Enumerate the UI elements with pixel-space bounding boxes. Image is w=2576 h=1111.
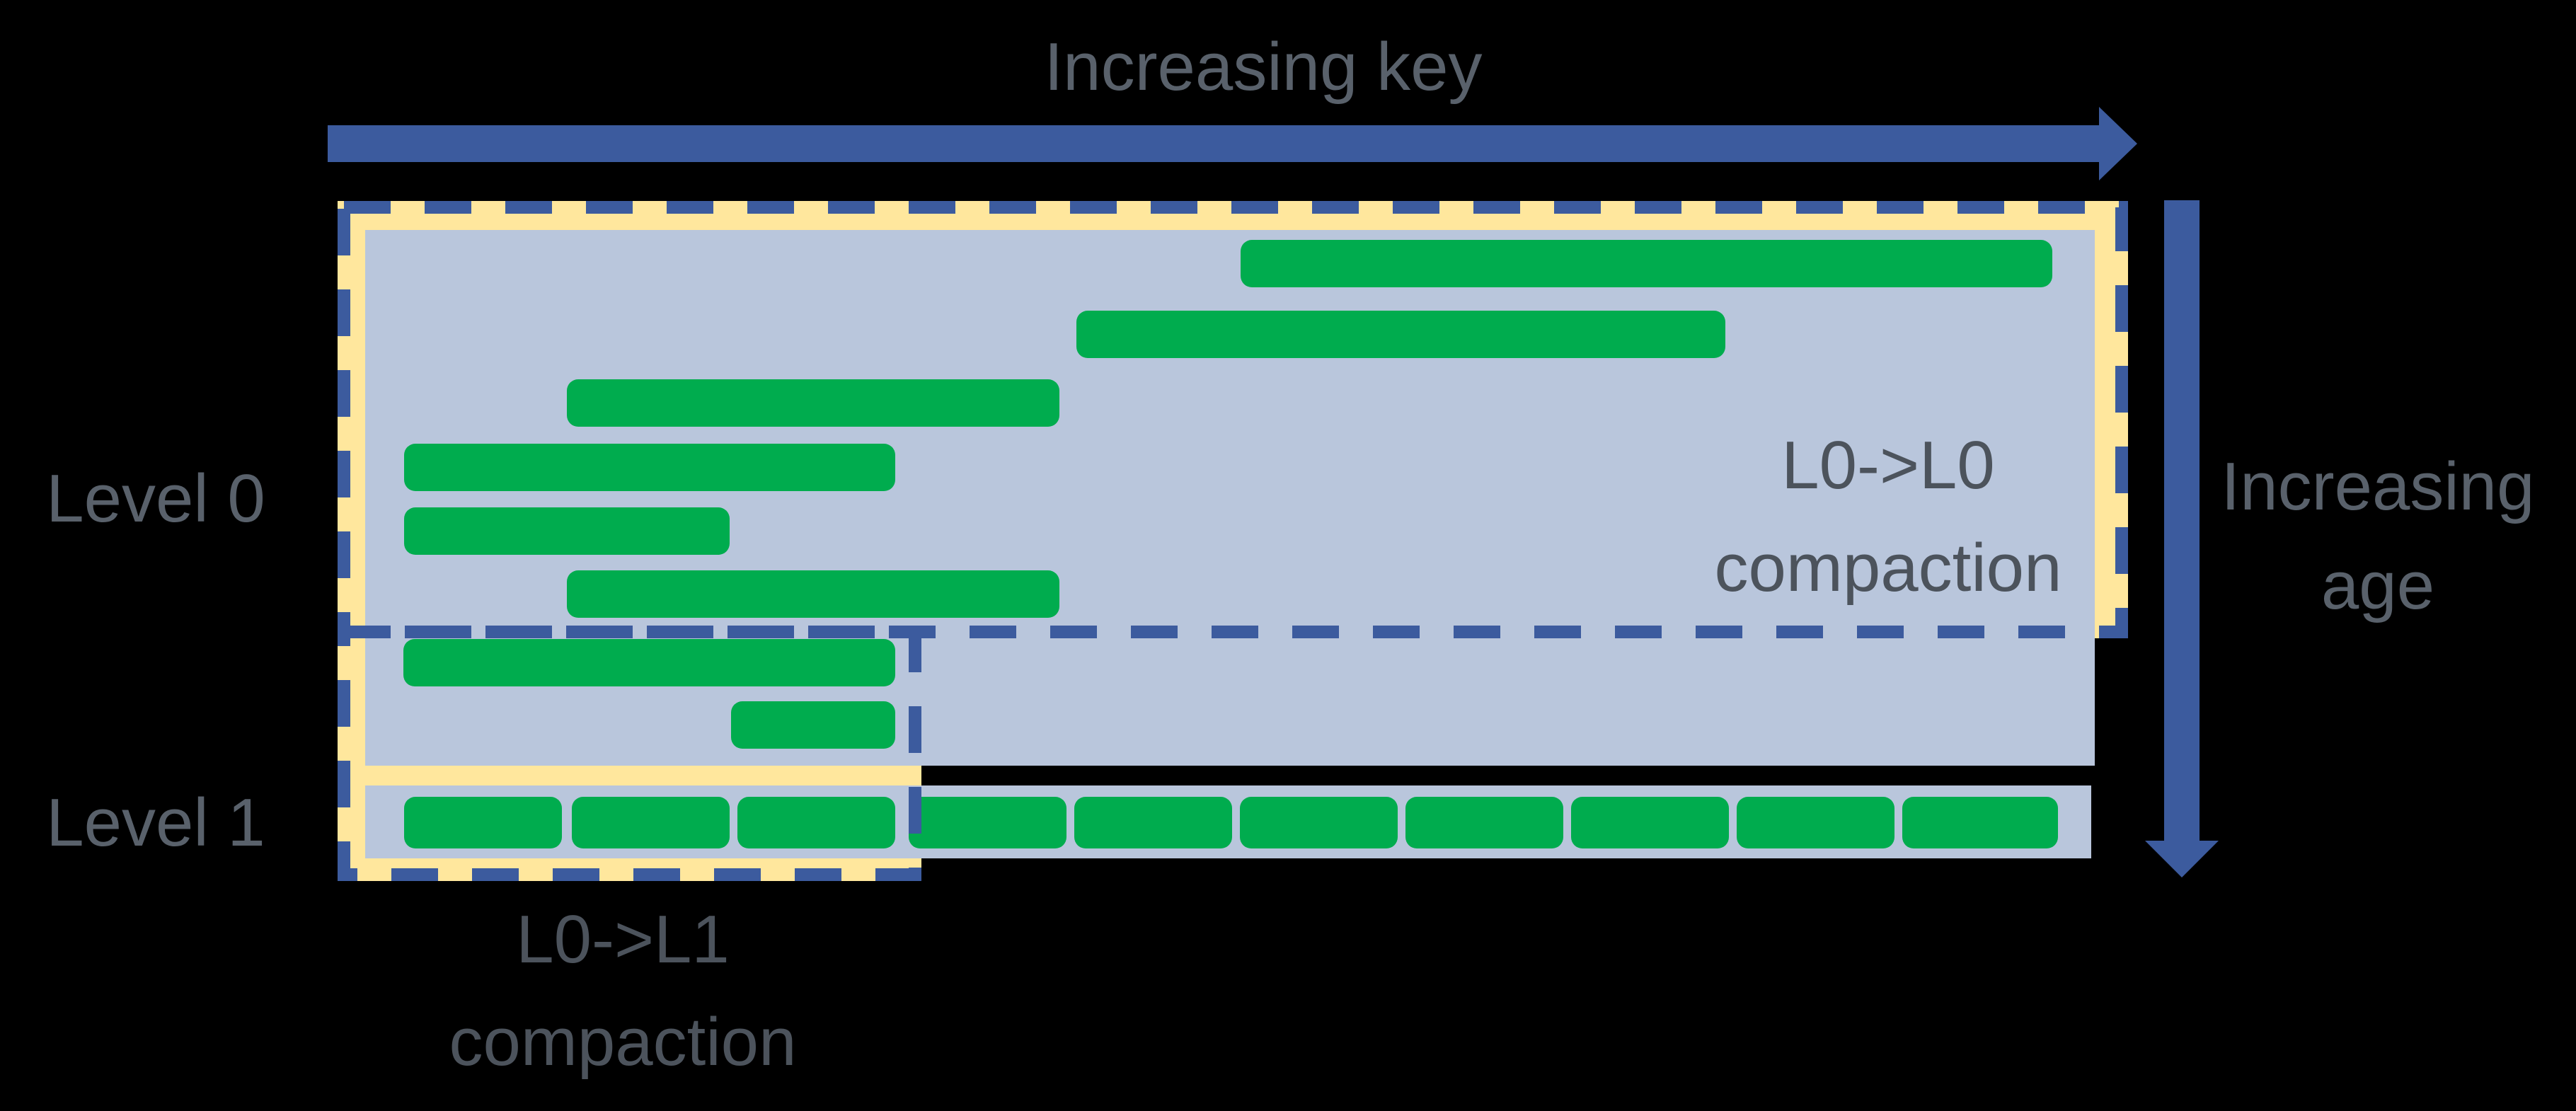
l0-l1-compaction-label: L0->L1 compaction <box>407 888 839 1093</box>
level1-sstable-bar <box>1737 797 1894 848</box>
increasing-age-axis-label: Increasing age <box>2215 437 2541 635</box>
increasing-key-arrow <box>328 107 2137 180</box>
level1-sstable-bar <box>1240 797 1398 848</box>
l0-l1-compaction-line2: compaction <box>449 1004 797 1080</box>
increasing-age-line2: age <box>2321 548 2435 623</box>
level0-sstable-bar <box>1076 311 1725 358</box>
l0-l0-compaction-label: L0->L0 compaction <box>1676 414 2100 619</box>
level0-sstable-bar <box>404 444 895 491</box>
level0-pending-sstable-bar <box>403 639 895 686</box>
level-0-label: Level 0 <box>46 461 265 536</box>
l0-l0-compaction-line1: L0->L0 <box>1781 427 1995 503</box>
level1-sstable-bar <box>1074 797 1232 848</box>
level1-sstable-bar <box>572 797 730 848</box>
increasing-age-arrow <box>2145 200 2219 877</box>
level1-sstable-bar <box>404 797 562 848</box>
increasing-key-axis-label: Increasing key <box>1044 29 1483 105</box>
l0-l1-compaction-line1: L0->L1 <box>516 902 730 977</box>
level1-sstable-bar <box>909 797 1066 848</box>
level-1-label: Level 1 <box>46 785 265 860</box>
level0-sstable-bar <box>404 507 730 555</box>
level0-sstable-bar <box>567 570 1059 618</box>
l0-l0-compaction-line2: compaction <box>1714 530 2062 606</box>
level1-sstable-bar <box>1405 797 1563 848</box>
level0-sstable-bar <box>567 379 1059 427</box>
level0-pending-sstable-bar <box>731 701 895 749</box>
level1-sstable-bar <box>1571 797 1729 848</box>
level0-sstable-bar <box>1241 240 2052 287</box>
level1-sstable-bar <box>737 797 895 848</box>
increasing-age-line1: Increasing <box>2221 449 2535 524</box>
level1-sstable-bar <box>1902 797 2058 848</box>
